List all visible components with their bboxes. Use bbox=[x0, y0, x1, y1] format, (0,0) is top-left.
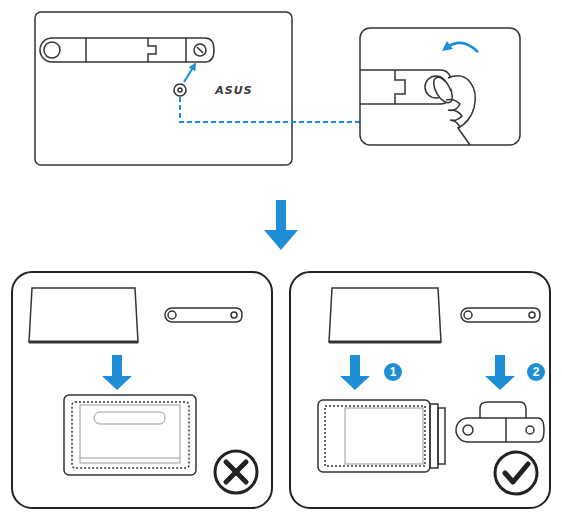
right-items bbox=[318, 288, 544, 472]
rotate-arrow bbox=[446, 43, 478, 52]
move-arrow bbox=[184, 66, 194, 82]
insert-arrow bbox=[102, 355, 132, 390]
step-arrows bbox=[340, 355, 545, 390]
wrong-items bbox=[29, 288, 242, 475]
leader-dashed bbox=[180, 97, 360, 122]
flow-arrow bbox=[264, 200, 298, 250]
brand-logo: ASUS bbox=[215, 85, 252, 96]
cross-symbol bbox=[215, 451, 257, 493]
callout-number: 1 bbox=[390, 366, 397, 378]
check-symbol bbox=[495, 452, 537, 494]
monitor-back bbox=[35, 12, 292, 165]
panel-wrong bbox=[12, 272, 272, 508]
callout-number: 2 bbox=[533, 366, 540, 378]
panel-right bbox=[290, 272, 550, 508]
inset-detail bbox=[360, 28, 520, 145]
